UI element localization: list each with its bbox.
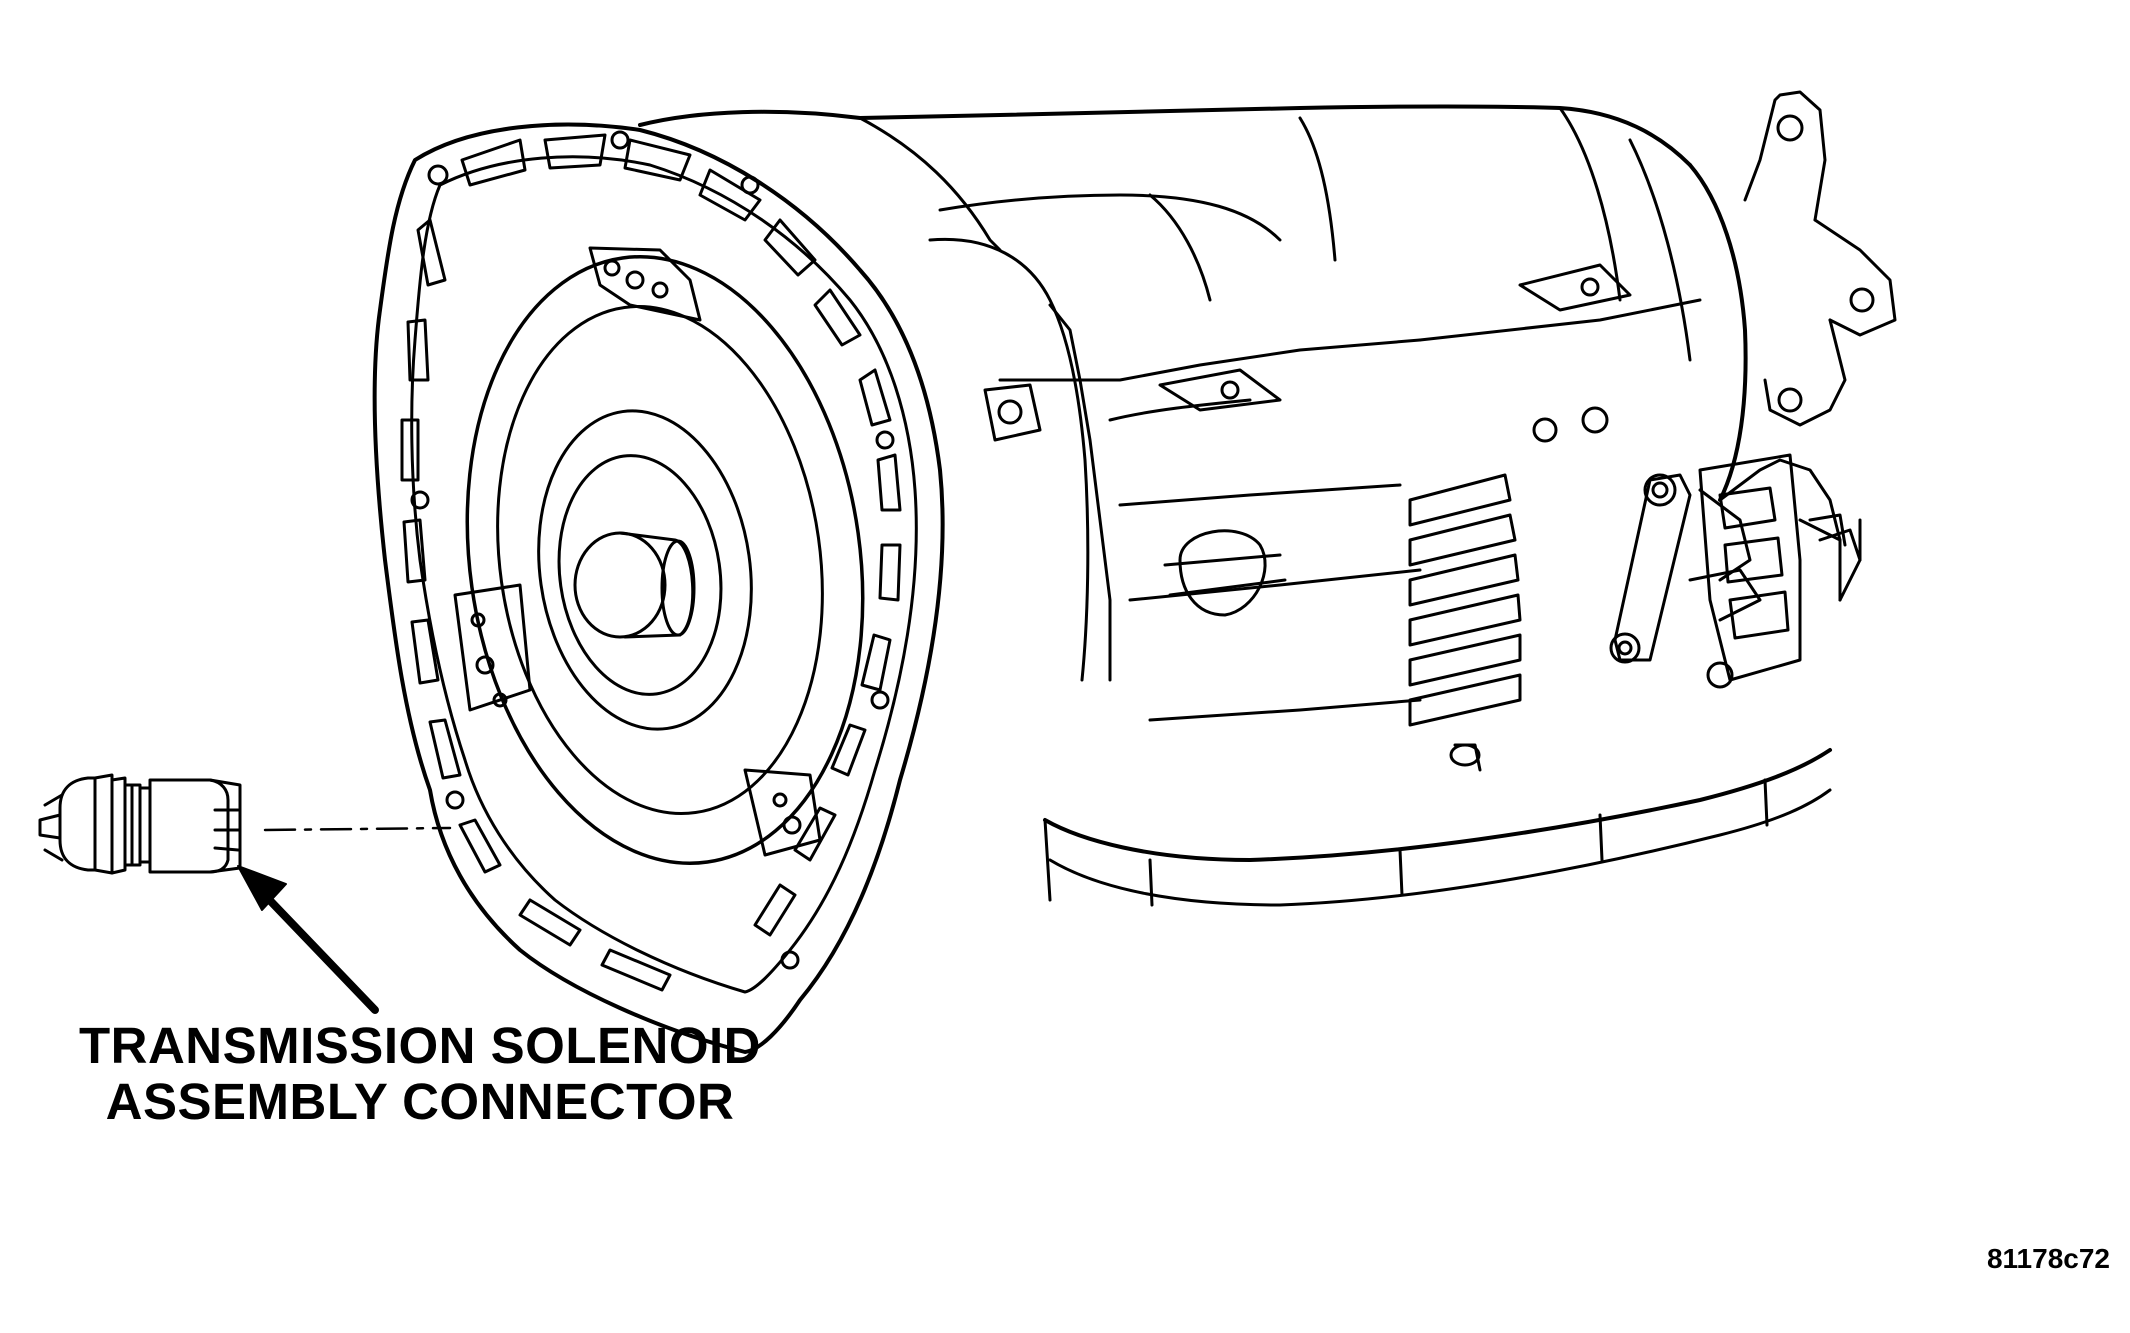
oil-pan [1043, 743, 1832, 907]
connector-callout-label: TRANSMISSION SOLENOID ASSEMBLY CONNECTOR [70, 1018, 770, 1130]
solenoid-connector-part [38, 773, 242, 875]
figure-id: 81178c72 [1986, 1243, 2110, 1274]
callout-line-1: TRANSMISSION SOLENOID [78, 1017, 762, 1074]
callout-line-2: ASSEMBLY CONNECTOR [105, 1073, 735, 1130]
leader-arrow [237, 865, 379, 1014]
extension-housing [1688, 90, 1897, 602]
alignment-line [263, 826, 452, 832]
torque-converter [453, 246, 865, 865]
rear-bracket [1698, 453, 1842, 682]
bell-housing [372, 122, 945, 1054]
transmission-case [638, 104, 1702, 727]
manual-shift-lever [1609, 473, 1762, 689]
